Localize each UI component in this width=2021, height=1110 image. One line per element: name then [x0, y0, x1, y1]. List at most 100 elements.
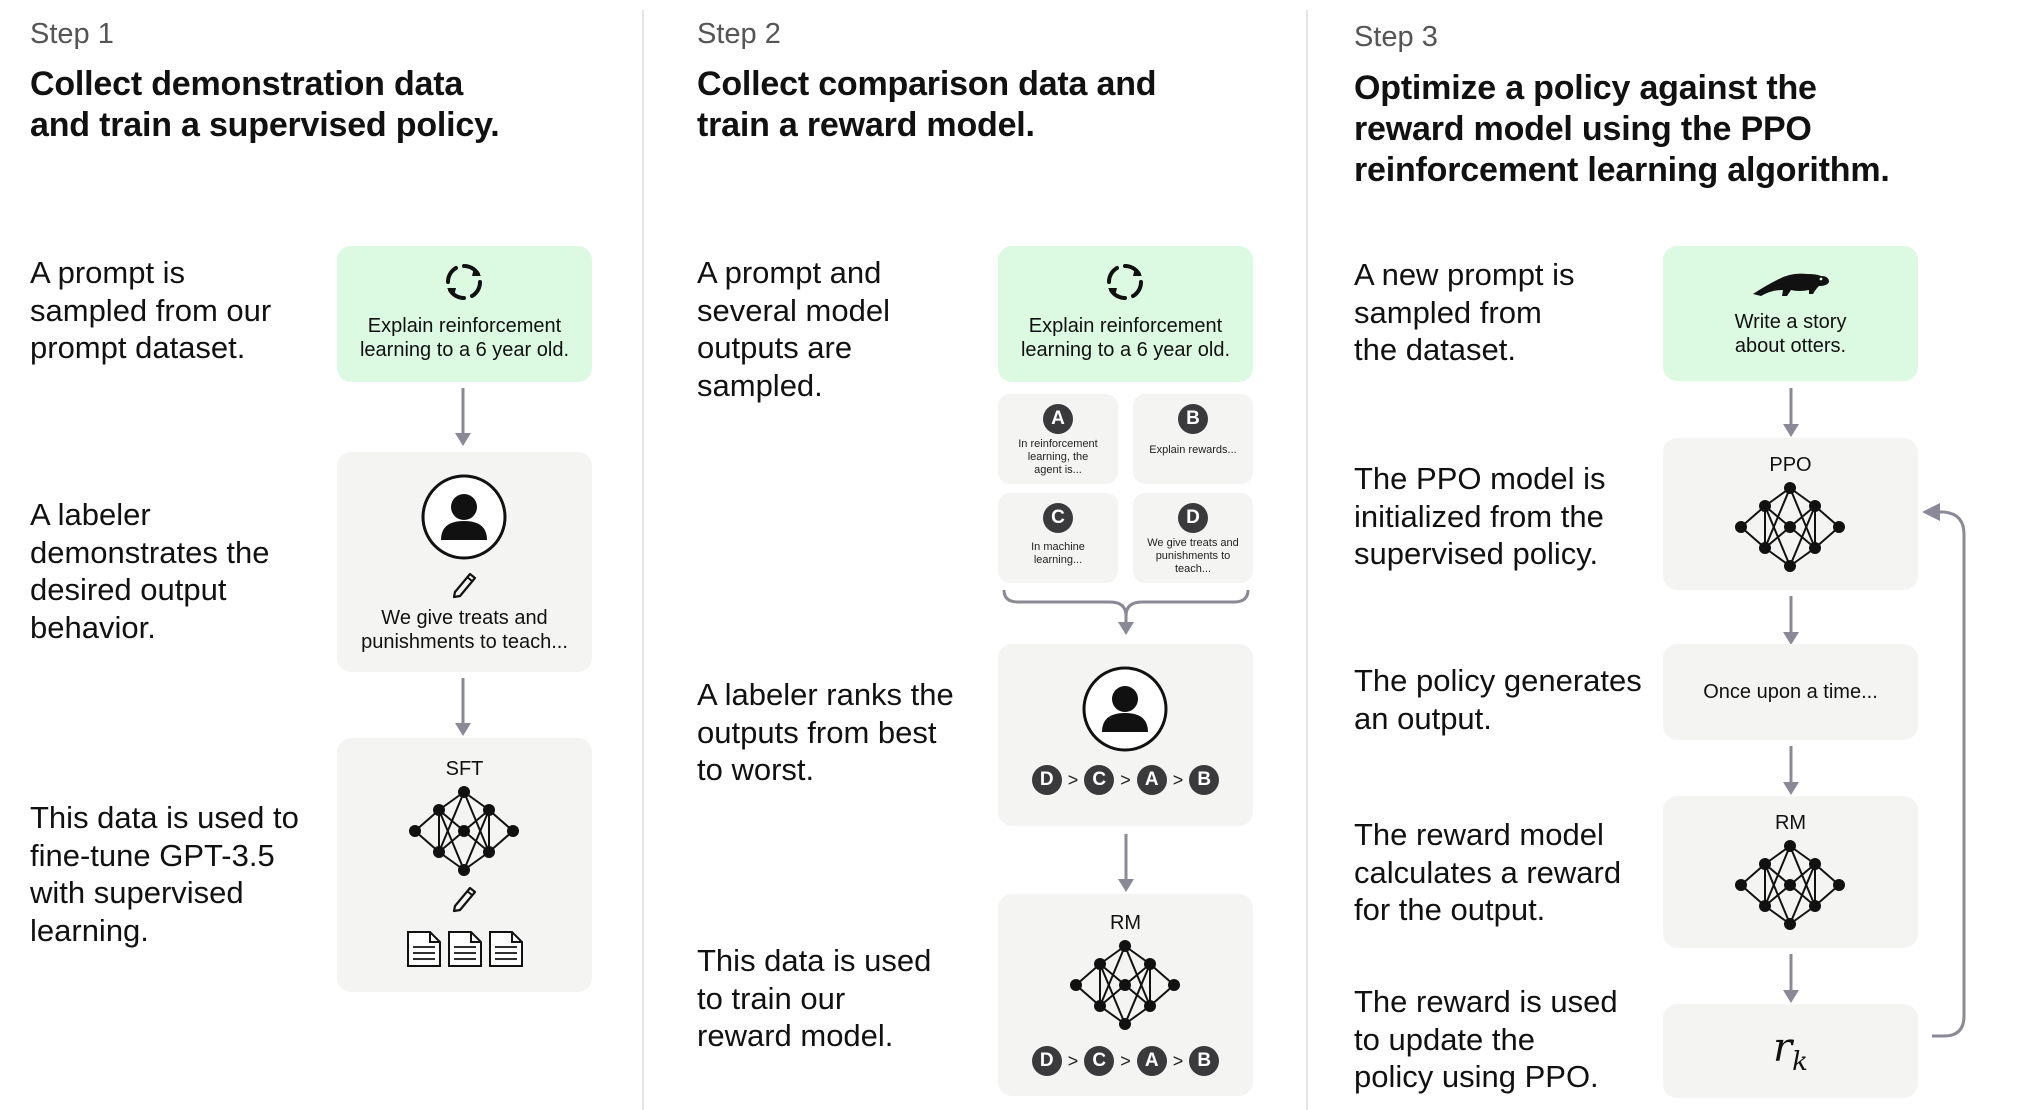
- nn-edge: [1764, 487, 1791, 549]
- rank-separator: >: [1120, 769, 1131, 790]
- rank-separator: >: [1120, 1050, 1131, 1071]
- step-1-desc-labeler: A labeler demonstrates the desired outpu…: [30, 497, 270, 645]
- output-card-a: A In reinforcement learning, the agent i…: [998, 394, 1118, 484]
- step-3-prompt-card: Write a story about otters.: [1663, 246, 1918, 381]
- step-1-desc-finetune: This data is used to fine-tune GPT-3.5 w…: [30, 800, 299, 948]
- nn-edge: [438, 791, 465, 853]
- output-text-b: Explain rewards...: [1149, 444, 1237, 456]
- step-2-label: Step 2: [697, 18, 781, 50]
- rank-1: D: [1031, 765, 1062, 795]
- nn-node: [1809, 900, 1821, 912]
- nn-node: [1833, 521, 1845, 533]
- nn-node: [507, 825, 519, 837]
- nn-node: [1119, 1018, 1131, 1030]
- nn-node: [1809, 858, 1821, 870]
- arrow-down: [1783, 746, 1799, 795]
- feedback-loop-arrow: [1922, 503, 1966, 1038]
- nn-node: [1144, 958, 1156, 970]
- step-3-reward-card: rk: [1663, 1004, 1918, 1098]
- step-2-title: Collect comparison data and train a rewa…: [697, 65, 1157, 144]
- nn-node: [1784, 560, 1796, 572]
- rank-2: C: [1084, 1046, 1115, 1076]
- rank-3: A: [1136, 765, 1167, 795]
- output-text-c: In machine learning...: [1031, 541, 1085, 566]
- nn-node: [1144, 1000, 1156, 1012]
- output-text: Once upon a time...: [1703, 681, 1878, 703]
- ppo-label: PPO: [1769, 454, 1812, 476]
- step-3-title: Optimize a policy against the reward mod…: [1354, 69, 1890, 189]
- nn-node: [1168, 979, 1180, 991]
- rank-separator: >: [1067, 1050, 1079, 1071]
- step-3-desc-prompt: A new prompt is sampled from the dataset…: [1354, 257, 1575, 367]
- nn-node: [1809, 542, 1821, 554]
- step-1-labeler-text: We give treats and punishments to teach.…: [361, 607, 568, 653]
- rank-4: B: [1189, 1046, 1220, 1076]
- nn-node: [1809, 500, 1821, 512]
- step-2-rm-card: RM D > C > A > B: [998, 894, 1253, 1096]
- rm-label: RM: [1774, 812, 1807, 834]
- document-icon: [448, 931, 482, 967]
- step-3-desc-init: The PPO model is initialized from the su…: [1354, 461, 1606, 571]
- output-card-d: D We give treats and punishments to teac…: [1133, 493, 1253, 583]
- otter-icon: [1753, 273, 1829, 296]
- step-1-sft-card: SFT: [337, 738, 592, 992]
- step-2-ranking-card: D > C > A > B: [998, 644, 1253, 826]
- neural-network-icon: [1735, 482, 1845, 572]
- output-text-a: In reinforcement learning, the agent is.…: [1018, 438, 1098, 476]
- ranking-row: D > C > A > B: [998, 765, 1253, 795]
- nn-node: [1759, 858, 1771, 870]
- step-3-output-card: Once upon a time...: [1663, 644, 1918, 740]
- nn-edge: [1099, 963, 1126, 1025]
- rank-separator: >: [1172, 769, 1184, 790]
- rank-separator: >: [1067, 769, 1079, 790]
- nn-edge: [1124, 963, 1151, 1025]
- nn-node: [409, 825, 421, 837]
- nn-edge: [1789, 487, 1816, 549]
- step-1-prompt-text: Explain reinforcement learning to a 6 ye…: [359, 315, 570, 361]
- step-1-labeler-card: We give treats and punishments to teach.…: [337, 452, 592, 672]
- nn-edge: [1764, 863, 1791, 925]
- step-2-desc-train-rm: This data is used to train our reward mo…: [697, 943, 932, 1053]
- nn-node: [483, 804, 495, 816]
- output-card-b: B Explain rewards...: [1133, 394, 1253, 484]
- person-icon: [1082, 666, 1168, 752]
- nn-node: [1759, 500, 1771, 512]
- rank-4: B: [1189, 765, 1220, 795]
- nn-node: [1833, 879, 1845, 891]
- nn-edge: [1099, 945, 1126, 1007]
- arrow-down: [1783, 954, 1799, 1003]
- nn-node: [1735, 521, 1747, 533]
- step-3-desc-generate: The policy generates an output.: [1354, 663, 1642, 736]
- badge-a: A: [1043, 404, 1073, 434]
- step-1-title: Collect demonstration data and train a s…: [30, 65, 500, 144]
- nn-edge: [1789, 505, 1816, 567]
- sft-label: SFT: [445, 758, 484, 780]
- step-3-ppo-card: PPO: [1663, 438, 1918, 590]
- step-3-label: Step 3: [1354, 21, 1438, 53]
- column-divider-2: [1306, 10, 1308, 1110]
- rank-1: D: [1031, 1046, 1062, 1076]
- arrow-down: [455, 388, 471, 446]
- nn-node: [1094, 1000, 1106, 1012]
- nn-node: [1735, 879, 1747, 891]
- refresh-icon: [1106, 263, 1144, 301]
- nn-node: [458, 864, 470, 876]
- arrow-down: [1118, 834, 1134, 892]
- step-3-desc-reward: The reward model calculates a reward for…: [1354, 817, 1622, 927]
- nn-edge: [463, 791, 490, 853]
- step-1-desc-prompt: A prompt is sampled from our prompt data…: [30, 255, 272, 365]
- step-1-prompt-card: Explain reinforcement learning to a 6 ye…: [337, 246, 592, 382]
- step-3-prompt-text: Write a story about otters.: [1734, 311, 1847, 357]
- step-2-prompt-text: Explain reinforcement learning to a 6 ye…: [1020, 315, 1231, 361]
- nn-edge: [438, 809, 465, 871]
- reward-r: r: [1773, 1025, 1793, 1071]
- step-2-desc-sampled: A prompt and several model outputs are s…: [697, 255, 890, 403]
- nn-node: [1070, 979, 1082, 991]
- rank-2: C: [1084, 765, 1115, 795]
- step-3-desc-update: The reward is used to update the policy …: [1354, 984, 1618, 1094]
- arrow-down: [455, 678, 471, 736]
- document-icon: [407, 931, 441, 967]
- badge-b: B: [1178, 404, 1208, 434]
- step-3-rm-card: RM: [1663, 796, 1918, 948]
- reward-k: k: [1792, 1047, 1808, 1077]
